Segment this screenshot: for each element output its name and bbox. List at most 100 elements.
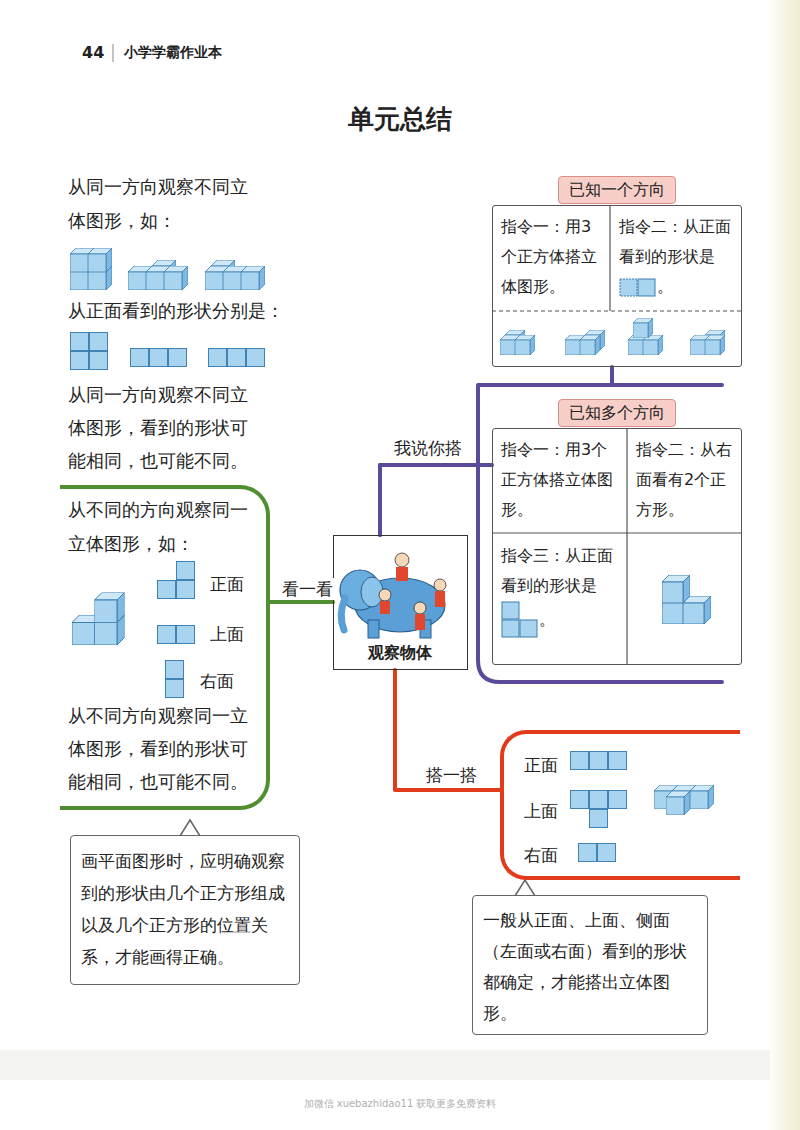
drawing-part bbox=[380, 601, 390, 614]
drawing-part bbox=[705, 335, 725, 355]
node-text: 观察物体 bbox=[334, 642, 466, 664]
drawing-part bbox=[241, 266, 265, 290]
panel-heading: 已知一个方向 bbox=[558, 176, 676, 204]
drawing-part bbox=[168, 348, 186, 366]
node-text: 正面 bbox=[524, 754, 558, 776]
front-view-icon bbox=[501, 601, 539, 639]
drawing-part bbox=[608, 790, 626, 808]
instruction-text: 指令二：从正面看到的形状是 bbox=[619, 217, 731, 266]
branch-label: 我说你搭 bbox=[392, 437, 464, 459]
page-number: 44 bbox=[82, 43, 104, 62]
instruction-text: 指令三：从正面看到的形状是 bbox=[501, 546, 613, 595]
drawing-part bbox=[638, 279, 655, 296]
drawing-part bbox=[633, 318, 653, 338]
elephant-illustration bbox=[340, 553, 446, 638]
drawing-part bbox=[70, 351, 88, 369]
drawing-part bbox=[227, 348, 245, 366]
red-region: 正面上面右面 bbox=[500, 730, 740, 880]
node-text: 正面 bbox=[210, 573, 244, 595]
drawing-part bbox=[89, 351, 107, 369]
drawing-part bbox=[165, 679, 183, 697]
instruction-cell: 指令三：从正面看到的形状是 。 bbox=[501, 541, 623, 639]
drawing-part bbox=[176, 580, 194, 598]
cube-figures bbox=[70, 248, 265, 290]
branch-label: 搭一搭 bbox=[424, 764, 479, 786]
drawing-part bbox=[683, 596, 711, 624]
node-text: 指令一：用3个正方体搭立体图形。 bbox=[501, 435, 623, 525]
drawing-part bbox=[95, 593, 125, 623]
drawing-part bbox=[368, 620, 379, 638]
drawing-part bbox=[589, 790, 607, 808]
drawing-part bbox=[165, 660, 183, 678]
note-text: 从同一方向观察不同立体图形，看到的形状可能相同，也可能不同。 bbox=[68, 378, 264, 477]
drawing-part bbox=[89, 332, 107, 350]
drawing-part bbox=[589, 809, 607, 827]
drawing-part bbox=[396, 567, 408, 581]
drawing-part bbox=[502, 602, 519, 619]
instruction-text: 。 bbox=[539, 610, 555, 629]
node-text: 上面 bbox=[524, 800, 558, 822]
drawing-part bbox=[164, 266, 188, 290]
drawing-part bbox=[415, 614, 425, 630]
node-text: 一般从正面、上面、侧面（左面或右面）看到的形状都确定，才能搭出立体图形。 bbox=[483, 905, 697, 1029]
drawing-part bbox=[157, 625, 175, 643]
page-title: 单元总结 bbox=[0, 102, 800, 136]
drawing-part bbox=[113, 44, 114, 62]
node-text: 从不同方向观察同一立体图形，看到的形状可能相同，也可能不同。 bbox=[68, 699, 264, 798]
node-text: 右面 bbox=[200, 670, 234, 692]
drawing-part bbox=[690, 785, 714, 809]
drawing-part bbox=[580, 335, 600, 355]
drawing-part bbox=[608, 751, 626, 769]
panel-heading: 已知多个方向 bbox=[558, 399, 676, 427]
node-text: 指令二：从右面看有2个正方形。 bbox=[636, 435, 736, 525]
center-box: 观察物体 bbox=[333, 535, 468, 670]
front-view-icon bbox=[619, 278, 657, 298]
drawing-part bbox=[180, 820, 200, 836]
book-name: 小学学霸作业本 bbox=[124, 44, 222, 62]
drawing-part bbox=[478, 465, 722, 682]
drawing-part bbox=[515, 335, 535, 355]
node-text: 从不同的方向观察同一立体图形，如： bbox=[68, 493, 264, 561]
instruction-panel: 已知多个方向指令一：用3个正方体搭立体图形。指令二：从右面看有2个正方形。指令三… bbox=[492, 428, 742, 665]
cube-figures bbox=[500, 318, 725, 355]
drawing-part bbox=[666, 791, 690, 815]
drawing-part bbox=[149, 348, 167, 366]
branch-line bbox=[380, 465, 492, 535]
drawing-part bbox=[578, 843, 596, 861]
note-text: 从同一方向观察不同立体图形，如： bbox=[68, 170, 264, 238]
watermark: 加微信 xuebazhidao11 获取更多免费资料 bbox=[0, 1097, 800, 1111]
drawing-part bbox=[570, 751, 588, 769]
drawing-part bbox=[520, 620, 537, 637]
drawing-part bbox=[570, 790, 588, 808]
flat-views bbox=[570, 751, 626, 861]
drawing-part bbox=[597, 843, 615, 861]
flat-views bbox=[70, 332, 264, 369]
instruction-panel: 已知一个方向指令一：用3个正方体搭立体图形。指令二：从正面看到的形状是 。 bbox=[492, 205, 742, 367]
drawing-part bbox=[414, 602, 426, 614]
drawing-part bbox=[395, 553, 409, 567]
drawing-part bbox=[492, 532, 742, 533]
cube-figure bbox=[72, 593, 125, 646]
node-text: 指令一：用3个正方体搭立体图形。 bbox=[501, 212, 605, 302]
drawing-part bbox=[379, 589, 391, 601]
drawing-part bbox=[157, 580, 175, 598]
drawing-part bbox=[176, 561, 194, 579]
instruction-cell: 指令二：从正面看到的形状是 。 bbox=[619, 212, 735, 302]
node-text: 上面 bbox=[210, 623, 244, 645]
drawing-part bbox=[0, 1050, 770, 1080]
cube-figure bbox=[662, 575, 711, 624]
drawing-part bbox=[662, 575, 690, 603]
drawing-part bbox=[502, 620, 519, 637]
drawing-part bbox=[208, 348, 226, 366]
drawing-part bbox=[130, 348, 148, 366]
note-text: 从正面看到的形状分别是： bbox=[68, 296, 284, 326]
drawing-part bbox=[341, 598, 345, 630]
cube-figure bbox=[654, 785, 714, 815]
drawing-part bbox=[589, 751, 607, 769]
drawing-part bbox=[434, 579, 446, 591]
drawing-part bbox=[620, 279, 637, 296]
branch-label: 看一看 bbox=[280, 578, 335, 600]
drawing-part bbox=[492, 310, 742, 311]
drawing-part bbox=[70, 332, 88, 350]
